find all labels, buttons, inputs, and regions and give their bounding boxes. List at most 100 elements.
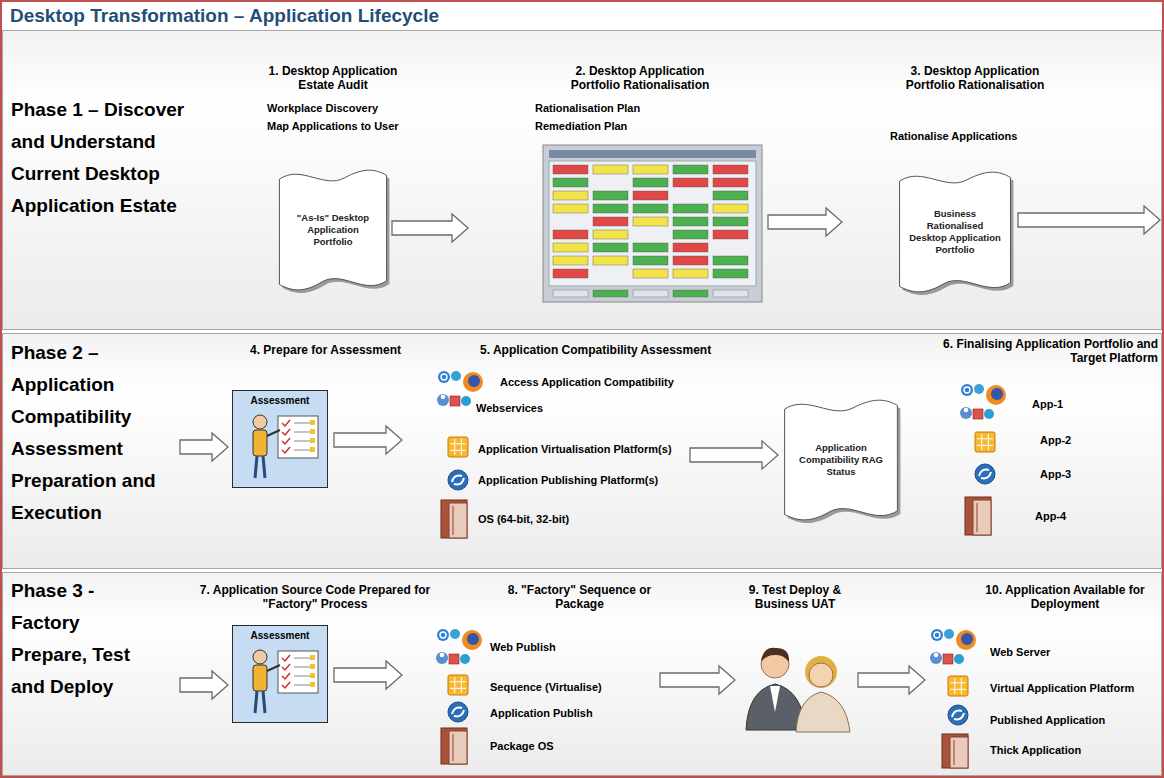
screen-frame (543, 145, 762, 302)
assessment-frame (233, 391, 328, 488)
grid-box (448, 675, 468, 695)
item-label: Thick Application (990, 744, 1081, 757)
dashboard-button (593, 290, 628, 297)
ie-icon (931, 629, 943, 641)
publish-circle (448, 702, 468, 722)
os-package-icon (441, 500, 467, 538)
browser-icons (437, 371, 483, 406)
step-heading: 1. Desktop Application Estate Audit (258, 64, 408, 92)
checklist-mark (310, 682, 315, 687)
publish-swirl (452, 476, 464, 485)
browser-icon (451, 371, 461, 381)
book-back (441, 728, 467, 764)
ie-icon-ring (964, 387, 970, 393)
figure-body (253, 430, 267, 456)
checklist-mark (310, 655, 315, 660)
assessment-box: Assessment (232, 390, 328, 488)
dashboard-cell (713, 256, 748, 265)
step-heading: 2. Desktop Application Portfolio Rationa… (560, 64, 720, 92)
flow-arrow (1018, 206, 1160, 234)
item-label: Web Publish (490, 641, 556, 654)
document-text: Application Compatibility RAG Status (793, 442, 889, 478)
box-label: Assessment (232, 630, 328, 642)
dashboard-cell (553, 178, 588, 187)
assessment-frame (233, 626, 328, 723)
uat-people (746, 648, 850, 732)
grid-line (454, 677, 455, 693)
grid-box (975, 432, 995, 452)
book-front (950, 737, 968, 768)
ie-icon (437, 629, 449, 641)
item-label: Application Publish (490, 707, 593, 720)
dashboard-cell (673, 165, 708, 174)
dashboard-cell (553, 204, 588, 213)
publish-circle (975, 464, 995, 484)
check-mark (282, 447, 290, 453)
publish-circle (948, 705, 968, 725)
figure-arm (267, 430, 280, 436)
virtualisation-icon (975, 432, 995, 452)
item-label: App-2 (1040, 434, 1071, 447)
dashboard-cell (553, 230, 588, 239)
figure-leg (255, 456, 257, 478)
user-head (934, 653, 939, 658)
dashboard-cell (593, 204, 628, 213)
checklist-mark (310, 664, 315, 669)
step-heading: 10. Application Available for Deployment (965, 583, 1164, 611)
globe-icon (954, 654, 964, 664)
publishing-icon (448, 702, 468, 722)
item-label: Published Application (990, 714, 1105, 727)
item-label: Webservices (476, 402, 543, 415)
grid-line (977, 438, 993, 439)
ie-icon-ring (441, 374, 447, 380)
dashboard-cell (713, 204, 748, 213)
dashboard-cell (593, 243, 628, 252)
dashboard-cell (593, 165, 628, 174)
item-label: App-3 (1040, 468, 1071, 481)
globe-icon (461, 396, 471, 406)
os-package-icon (965, 497, 991, 535)
band-fill (2, 572, 1162, 776)
checklist-board (278, 651, 318, 693)
book-front (449, 503, 467, 538)
dashboard-cell (633, 178, 668, 187)
figure-leg (263, 456, 265, 478)
dashboard-cell (553, 269, 588, 278)
dashboard-cell (713, 269, 748, 278)
grid-line (950, 682, 966, 683)
band-fill (2, 333, 1162, 569)
grid-box (948, 676, 968, 696)
flow-arrow (392, 214, 468, 242)
os-package-icon (942, 734, 968, 768)
browser-icons (960, 384, 1006, 419)
step-heading: 9. Test Deploy & Business UAT (740, 583, 850, 611)
step-heading: 4. Prepare for Assessment (250, 343, 401, 357)
user-icon (960, 407, 972, 419)
item-label: Virtual Application Platform (990, 682, 1134, 695)
woman-body (796, 692, 850, 732)
diagram-title: Desktop Transformation – Application Lif… (10, 5, 439, 27)
dashboard-button (553, 290, 588, 297)
publish-swirl (979, 470, 991, 479)
browser-icon (944, 629, 954, 639)
book-back (942, 734, 968, 768)
check-mark (282, 655, 290, 661)
checklist-mark (310, 420, 315, 425)
grid-line (981, 434, 982, 450)
browser-icon (974, 384, 984, 394)
document-page (785, 400, 898, 520)
virtualisation-icon (448, 437, 468, 457)
dashboard-button (673, 290, 708, 297)
item-label: Rationalise Applications (890, 130, 1017, 143)
checklist-mark (310, 429, 315, 434)
dashboard-cell (673, 256, 708, 265)
dashboard-cell (593, 256, 628, 265)
user-head (964, 408, 969, 413)
item-label: Package OS (490, 740, 554, 753)
grid-line (988, 434, 989, 450)
grid-line (461, 677, 462, 693)
grid-line (950, 689, 966, 690)
figure-leg (255, 691, 257, 713)
step-heading: 7. Application Source Code Prepared for … (190, 583, 440, 611)
dashboard-button (633, 290, 668, 297)
